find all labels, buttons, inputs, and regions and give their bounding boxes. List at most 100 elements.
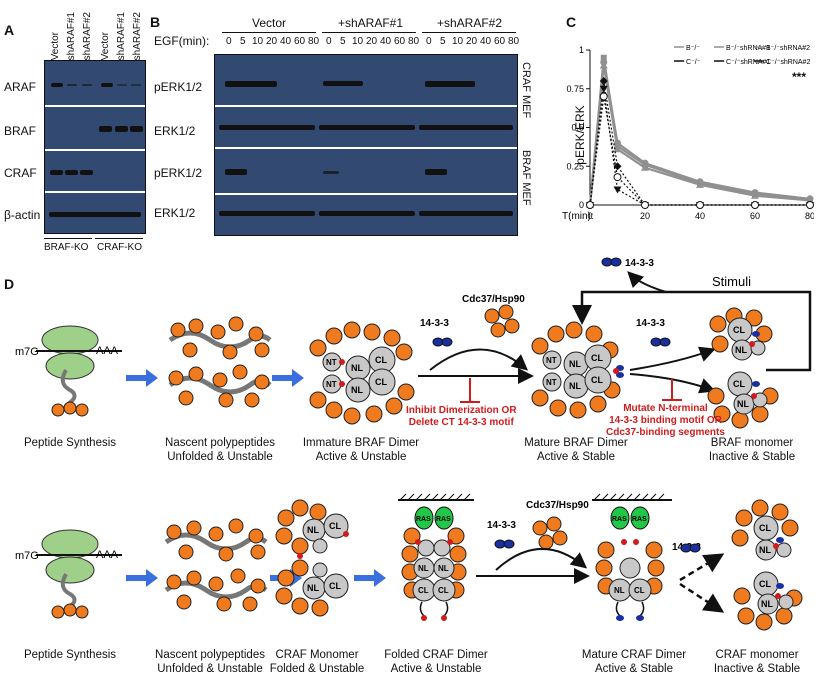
band xyxy=(130,126,143,132)
mutate-line: Cdc37-binding segments xyxy=(606,427,725,438)
caption-line: Peptide Synthesis xyxy=(23,437,117,449)
data-point xyxy=(599,85,608,93)
svg-text:CL: CL xyxy=(418,586,429,595)
label-cdc37: Cdc37/Hsp90 xyxy=(462,294,525,305)
svg-text:NT: NT xyxy=(326,380,337,389)
caption-line: Unfolded & Unstable xyxy=(167,451,273,463)
caption-line: Nascent polypeptides xyxy=(155,649,265,661)
caption-line: Immature BRAF Dimer xyxy=(302,437,420,449)
band xyxy=(425,169,447,175)
band xyxy=(67,84,77,86)
caption-line: BRAF monomer xyxy=(710,437,794,449)
time-label: 60 xyxy=(494,36,506,47)
mature-craf-dimer: RAS RAS NL CL xyxy=(595,506,665,621)
data-point xyxy=(600,54,607,61)
mrna-cap: m7G xyxy=(15,346,39,358)
mutate-line: Mutate N-terminal xyxy=(623,403,708,414)
svg-text:CL: CL xyxy=(733,379,745,389)
group-label-braf-ko: BRAF-KO xyxy=(44,242,89,253)
side-label-craf-mef: CRAF MEF xyxy=(520,62,532,119)
row-label-perk: pERK1/2 xyxy=(154,80,203,94)
inhibit-text: Inhibit Dimerization OR Delete CT 14-3-3… xyxy=(406,405,517,429)
svg-text:CL: CL xyxy=(375,377,387,387)
time-label: 60 xyxy=(394,36,406,47)
band xyxy=(319,125,415,130)
panel-a-label: A xyxy=(4,22,15,38)
svg-text:Cdc37/Hsp90: Cdc37/Hsp90 xyxy=(526,500,589,511)
condition-label: +shARAF#1 xyxy=(338,16,404,30)
data-point xyxy=(806,201,814,209)
caption-immature-braf: Immature BRAF Dimer Active & Unstable xyxy=(296,436,426,464)
x-tick-label: 0 xyxy=(587,211,592,221)
craf-monomer-lower: CL NL xyxy=(733,571,803,631)
data-point xyxy=(696,201,704,209)
svg-text:RAS: RAS xyxy=(612,516,627,523)
time-label: 5 xyxy=(340,36,346,47)
caption-peptide-synthesis: Peptide Synthesis xyxy=(10,436,130,450)
data-point xyxy=(641,163,649,171)
inhibit-line: Delete CT 14-3-3 motif xyxy=(408,417,514,428)
lane-label: shARAF#1 xyxy=(66,11,77,60)
caption-line: Active & Stable xyxy=(595,663,673,675)
svg-text:14-3-3: 14-3-3 xyxy=(625,258,654,269)
svg-text:RAS: RAS xyxy=(632,516,647,523)
svg-text:NT: NT xyxy=(546,356,557,365)
svg-text:NT: NT xyxy=(546,378,557,387)
time-label: 40 xyxy=(380,36,392,47)
row-label-araf: ARAF xyxy=(4,80,37,94)
time-label: 5 xyxy=(240,36,246,47)
y-tick-label: 1 xyxy=(579,45,584,55)
label-14-3-3: 14-3-3 xyxy=(420,318,449,329)
svg-text:CL: CL xyxy=(634,586,645,595)
time-label: 20 xyxy=(466,36,478,47)
caption-line: Active & Unstable xyxy=(315,451,407,463)
caption-mature-craf-dimer: Mature CRAF Dimer Active & Stable xyxy=(574,648,694,676)
nascent-polypeptides-bottom xyxy=(164,518,268,612)
band xyxy=(225,81,277,87)
caption-line: Nascent polypeptides xyxy=(165,437,275,449)
data-point xyxy=(599,92,608,101)
band xyxy=(131,84,141,86)
panel-d-label: D xyxy=(4,276,15,292)
data-point xyxy=(613,162,622,171)
braf-monomer-upper: CL NL xyxy=(709,307,773,361)
mutate-line: 14-3-3 binding motif OR xyxy=(609,415,722,426)
lane-label: Vector xyxy=(50,31,61,60)
band xyxy=(419,125,513,130)
caption-craf-monomer-folded: CRAF Monomer Folded & Unstable xyxy=(262,648,372,676)
band xyxy=(319,211,415,216)
row-label-erk: ERK1/2 xyxy=(154,206,196,220)
svg-text:CL: CL xyxy=(759,523,771,533)
caption-line: Mature CRAF Dimer xyxy=(581,649,687,661)
svg-text:NL: NL xyxy=(737,399,749,409)
pathway-diagram: m7G AAA NT NT NL CL xyxy=(15,257,812,631)
band xyxy=(99,126,112,132)
band xyxy=(117,84,127,86)
row-label-craf: CRAF xyxy=(4,166,37,180)
membrane-right xyxy=(592,493,672,501)
caption-line: Folded & Unstable xyxy=(269,663,365,675)
svg-text:NL: NL xyxy=(307,583,319,593)
band xyxy=(219,125,315,130)
time-label: 5 xyxy=(440,36,446,47)
inhibit-line: Inhibit Dimerization OR xyxy=(406,405,517,416)
caption-mature-braf: Mature BRAF Dimer Active & Stable xyxy=(516,436,636,464)
time-label: 60 xyxy=(294,36,306,47)
time-label: 80 xyxy=(408,36,420,47)
legend-label: B⁻/⁻ xyxy=(686,45,700,52)
condition-label: Vector xyxy=(252,16,287,30)
nascent-polypeptides-top xyxy=(168,316,272,408)
band xyxy=(49,212,141,217)
time-label: 40 xyxy=(480,36,492,47)
svg-text:NL: NL xyxy=(351,363,363,373)
folded-craf-dimer: RAS RAS NL NL CL CL xyxy=(401,506,467,621)
lane-label: shARAF#2 xyxy=(82,11,93,60)
panel-b-label: B xyxy=(150,14,161,30)
x-tick-label: 20 xyxy=(640,211,650,221)
band xyxy=(323,81,363,86)
svg-text:CL: CL xyxy=(329,581,341,591)
band xyxy=(219,211,315,216)
svg-text:14-3-3: 14-3-3 xyxy=(636,318,665,329)
legend-label: B⁻/⁻shRNA#1 xyxy=(726,45,770,52)
row-label-actin: β-actin xyxy=(4,208,41,222)
